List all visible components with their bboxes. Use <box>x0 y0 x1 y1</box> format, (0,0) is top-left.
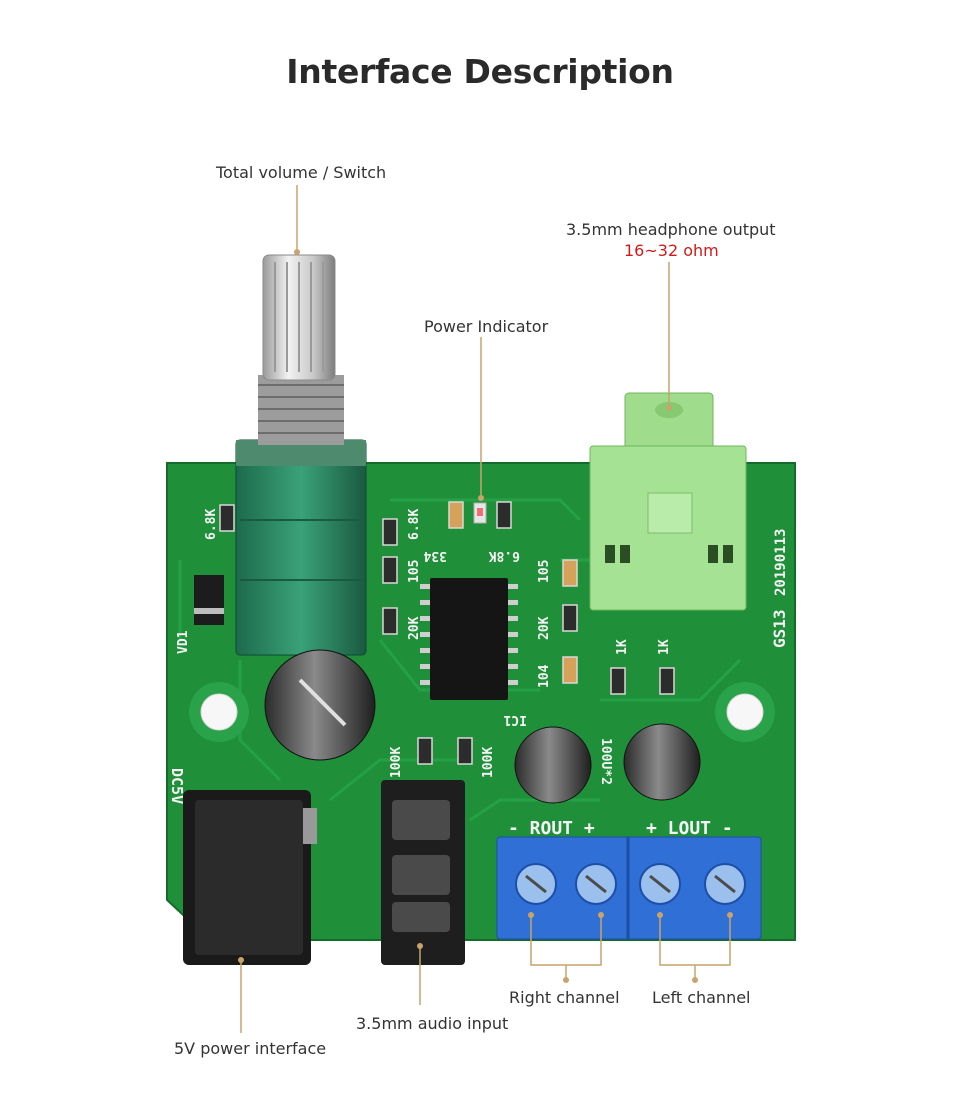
dc-power-jack <box>183 790 317 965</box>
electrolytic-capacitor-large <box>264 649 376 761</box>
silk-r3: 6.8K <box>489 548 520 563</box>
label-power-indicator: Power Indicator <box>424 317 549 336</box>
electrolytic-capacitor-right <box>514 726 592 804</box>
silk-cap: 100U*2 <box>598 738 613 785</box>
page-title: Interface Description <box>286 52 674 91</box>
silk-board-id: GS13 <box>770 609 789 648</box>
label-audio-input: 3.5mm audio input <box>356 1014 509 1033</box>
silk-r100k1: 100K <box>389 747 404 778</box>
diode-vd1 <box>194 575 224 625</box>
silk-ic1: IC1 <box>503 712 527 727</box>
silk-c1: 105 <box>407 560 422 583</box>
silk-r1k2: 1K <box>657 639 672 655</box>
silk-r20k1: 20K <box>407 616 422 640</box>
electrolytic-capacitor-left <box>623 723 701 801</box>
power-led <box>473 502 487 524</box>
audio-input-jack <box>381 780 465 965</box>
screw-terminal-block <box>496 836 762 940</box>
volume-potentiometer <box>235 254 367 656</box>
label-right-channel: Right channel <box>509 988 620 1007</box>
label-left-channel: Left channel <box>652 988 751 1007</box>
ic-chip <box>420 578 518 700</box>
silk-lout: + LOUT - <box>646 818 733 839</box>
silk-c104: 104 <box>537 664 552 688</box>
smd-components <box>219 501 675 765</box>
label-headphone-output: 3.5mm headphone output <box>566 220 776 239</box>
label-power-interface: 5V power interface <box>174 1039 327 1058</box>
headphone-jack <box>589 392 747 611</box>
silk-r100k2: 100K <box>481 747 496 778</box>
silk-cap334: 334 <box>423 548 447 563</box>
silk-vd1: VD1 <box>176 630 191 654</box>
label-headphone-impedance: 16~32 ohm <box>624 241 719 260</box>
silk-r1k1: 1K <box>615 639 630 655</box>
silk-c2: 105 <box>537 560 552 583</box>
label-volume-switch: Total volume / Switch <box>216 163 387 182</box>
silk-r1: 6.8K <box>204 509 219 540</box>
silk-date: 20190113 <box>773 529 789 596</box>
mounting-hole-left <box>189 682 249 742</box>
silk-r2: 6.8K <box>407 509 422 540</box>
silk-rout: - ROUT + <box>508 818 595 839</box>
silk-r20k2: 20K <box>537 616 552 640</box>
mounting-hole-right <box>715 682 775 742</box>
silk-dc5v: DC5V <box>168 768 186 804</box>
